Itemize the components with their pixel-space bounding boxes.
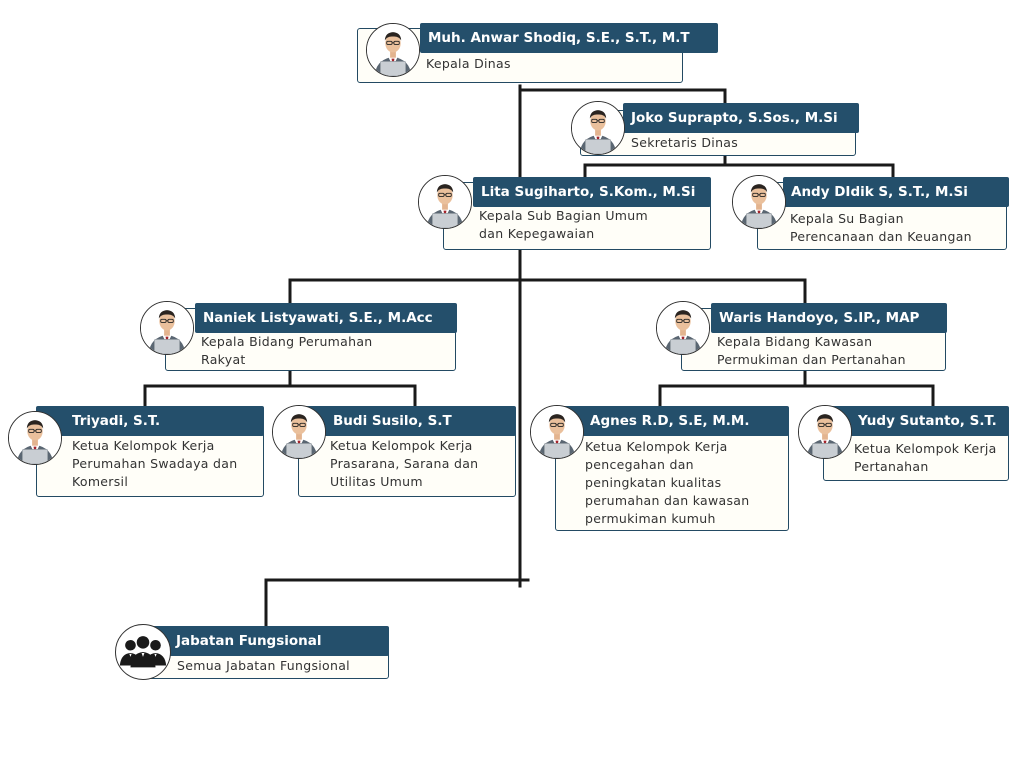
node-name: Waris Handoyo, S.IP., MAP bbox=[711, 303, 947, 333]
person-laptop-icon bbox=[798, 405, 852, 459]
person-laptop-icon bbox=[530, 405, 584, 459]
node-name: Budi Susilo, S.T bbox=[298, 406, 516, 436]
person-laptop-icon bbox=[732, 175, 786, 229]
person-laptop-icon bbox=[418, 175, 472, 229]
person-laptop-icon bbox=[8, 411, 62, 465]
group-people-icon bbox=[115, 624, 171, 680]
node-fungsional: Jabatan Fungsional Semua Jabatan Fungsio… bbox=[142, 626, 389, 679]
node-role: Kepala Dinas bbox=[426, 56, 511, 71]
node-agnes: Agnes R.D, S.E, M.M. Ketua Kelompok Kerj… bbox=[555, 406, 789, 531]
node-kabid-perumahan: Naniek Listyawati, S.E., M.Acc Kepala Bi… bbox=[165, 303, 457, 371]
person-laptop-icon bbox=[140, 301, 194, 355]
person-laptop-icon bbox=[366, 23, 420, 77]
node-name: Lita Sugiharto, S.Kom., M.Si bbox=[473, 177, 711, 207]
node-role: Kepala Bidang Perumahan Rakyat bbox=[201, 334, 373, 367]
node-role: Sekretaris Dinas bbox=[631, 135, 739, 150]
node-name: Muh. Anwar Shodiq, S.E., S.T., M.T bbox=[420, 23, 718, 53]
person-laptop-icon bbox=[272, 405, 326, 459]
node-role: Ketua Kelompok Kerja Prasarana, Sarana d… bbox=[330, 438, 479, 489]
node-budi: Budi Susilo, S.T Ketua Kelompok Kerja Pr… bbox=[298, 406, 516, 497]
node-name: Jabatan Fungsional bbox=[142, 626, 389, 656]
person-laptop-icon bbox=[571, 101, 625, 155]
node-role: Semua Jabatan Fungsional bbox=[177, 658, 350, 673]
node-name: Andy DIdik S, S.T., M.Si bbox=[783, 177, 1009, 207]
node-kabid-kawasan: Waris Handoyo, S.IP., MAP Kepala Bidang … bbox=[681, 303, 947, 371]
node-role: Ketua Kelompok Kerja Pertanahan bbox=[854, 441, 997, 474]
node-name: Agnes R.D, S.E, M.M. bbox=[555, 406, 789, 436]
node-role: Kepala Sub Bagian Umum dan Kepegawaian bbox=[479, 208, 648, 241]
node-triyadi: Triyadi, S.T. Ketua Kelompok Kerja Perum… bbox=[36, 406, 264, 497]
node-role: Kepala Su Bagian Perencanaan dan Keuanga… bbox=[790, 211, 972, 244]
node-role: Kepala Bidang Kawasan Permukiman dan Per… bbox=[717, 334, 906, 367]
node-role: Ketua Kelompok Kerja pencegahan dan peni… bbox=[585, 439, 750, 526]
node-kasubag-umum: Lita Sugiharto, S.Kom., M.Si Kepala Sub … bbox=[443, 177, 711, 250]
person-laptop-icon bbox=[656, 301, 710, 355]
node-name: Joko Suprapto, S.Sos., M.Si bbox=[623, 103, 859, 133]
node-role: Ketua Kelompok Kerja Perumahan Swadaya d… bbox=[72, 438, 238, 489]
node-yudy: Yudy Sutanto, S.T. Ketua Kelompok Kerja … bbox=[823, 406, 1009, 481]
node-kasubag-perencanaan: Andy DIdik S, S.T., M.Si Kepala Su Bagia… bbox=[757, 177, 1009, 250]
node-name: Yudy Sutanto, S.T. bbox=[823, 406, 1009, 436]
node-name: Triyadi, S.T. bbox=[36, 406, 264, 436]
node-sekretaris: Joko Suprapto, S.Sos., M.Si Sekretaris D… bbox=[580, 103, 859, 156]
node-name: Naniek Listyawati, S.E., M.Acc bbox=[195, 303, 457, 333]
